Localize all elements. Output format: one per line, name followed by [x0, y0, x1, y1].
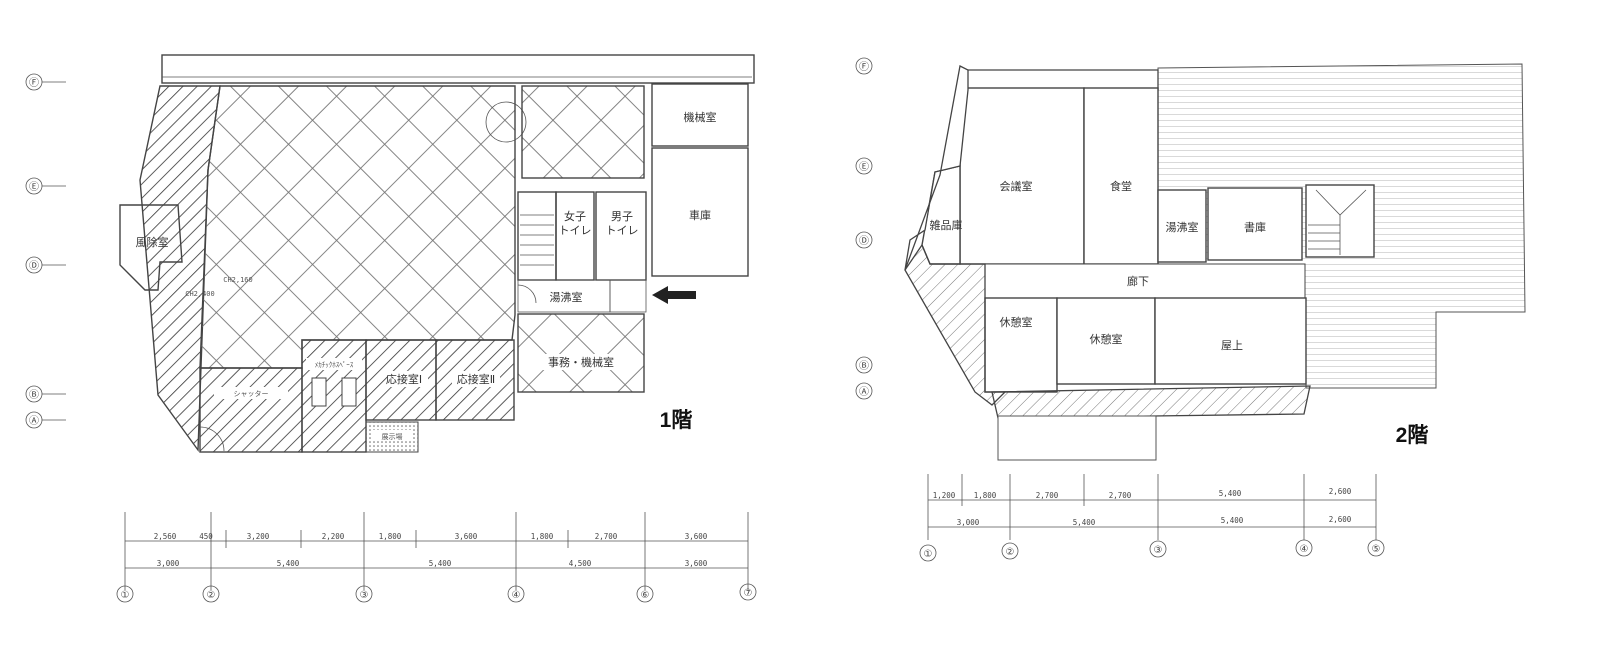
dim-value: 5,400 [1221, 516, 1244, 525]
room-womens-toilet-2: トイレ [559, 224, 592, 237]
floor1-plan: Ⓕ Ⓔ Ⓓ Ⓑ Ⓐ 機械室 車庫 女子 トイレ [25, 54, 757, 603]
floor1-row-axes: Ⓕ Ⓔ Ⓓ Ⓑ Ⓐ [25, 73, 66, 429]
dim-value: 3,600 [455, 532, 478, 541]
dim-value: 3,600 [685, 559, 708, 568]
axis-label: ④ [512, 590, 521, 601]
dim-value: 3,000 [957, 518, 980, 527]
ceiling-height-2: CH2,400 [185, 290, 215, 298]
axis-label: ⑥ [641, 590, 650, 601]
axis-label: ③ [1154, 545, 1163, 556]
room-meeting-room: 会議室 [1000, 179, 1033, 193]
room-mens-toilet-2: トイレ [606, 224, 639, 237]
room-reception-2: 応接室Ⅱ [457, 372, 495, 386]
dim-value: 3,600 [685, 532, 708, 541]
room-kettle-room: 湯沸室 [550, 290, 583, 304]
floor2-row-axes: Ⓕ Ⓔ Ⓓ Ⓑ Ⓐ [855, 57, 873, 400]
floor2-label: 2階 [1396, 424, 1429, 447]
axis-label: Ⓔ [859, 161, 869, 173]
axis-label: Ⓔ [29, 181, 39, 193]
dim-value: 1,800 [531, 532, 554, 541]
room-storage: 雑品庫 [930, 218, 963, 232]
dim-value: 3,000 [157, 559, 180, 568]
axis-label: Ⓓ [859, 235, 869, 247]
room-office-machine: 事務・機械室 [548, 355, 614, 369]
label-display-area: 展示場 [382, 432, 403, 441]
dim-value: 2,600 [1329, 487, 1352, 496]
axis-label: ⑦ [744, 588, 753, 599]
dim-value: 5,400 [277, 559, 300, 568]
room-mens-toilet-1: 男子 [611, 210, 633, 223]
axis-label: Ⓕ [29, 77, 39, 89]
room-garage: 車庫 [689, 208, 711, 222]
axis-label: ① [121, 590, 130, 601]
room-corridor: 廊下 [1127, 274, 1149, 288]
axis-label: ⑤ [1372, 544, 1381, 555]
dim-value: 2,700 [595, 532, 618, 541]
axis-label: ② [1006, 547, 1015, 558]
room-machine-room: 機械室 [684, 110, 717, 124]
room-windbreak: 風除室 [136, 235, 169, 249]
ceiling-height-1: CH2,160 [223, 276, 253, 284]
floor1-label: 1階 [660, 409, 693, 432]
room-rest-room-2: 休憩室 [1090, 332, 1123, 346]
room-dining: 食堂 [1110, 179, 1132, 193]
dim-value: 4,500 [569, 559, 592, 568]
dim-value: 2,700 [1036, 491, 1059, 500]
label-shutter: シャッター [234, 389, 269, 398]
room-rest-room-1: 休憩室 [1000, 315, 1033, 329]
dim-value: 3,200 [247, 532, 270, 541]
dim-value: 1,200 [933, 491, 956, 500]
axis-label: ③ [360, 590, 369, 601]
label-mechanic-space: ﾒｶﾁｯｸﾎｽﾍﾟｰｽ [315, 361, 354, 369]
axis-label: Ⓐ [859, 386, 869, 398]
room-kettle-room-2f: 湯沸室 [1166, 220, 1199, 234]
axis-label: ④ [1300, 544, 1309, 555]
dim-value: 2,700 [1109, 491, 1132, 500]
dim-value: 2,560 [154, 532, 177, 541]
dim-value: 1,800 [379, 532, 402, 541]
axis-label: ② [207, 590, 216, 601]
axis-label: Ⓓ [29, 260, 39, 272]
dim-value: 450 [199, 532, 213, 541]
axis-label: ① [924, 549, 933, 560]
floor1-dimensions: 2,560 450 3,200 2,200 1,800 3,600 1,800 … [116, 512, 757, 603]
axis-label: Ⓐ [29, 415, 39, 427]
dim-value: 5,400 [1219, 489, 1242, 498]
dim-value: 2,200 [322, 532, 345, 541]
dim-value: 5,400 [429, 559, 452, 568]
dim-value: 2,600 [1329, 515, 1352, 524]
main-hall [199, 85, 516, 369]
dim-value: 5,400 [1073, 518, 1096, 527]
room-rooftop: 屋上 [1221, 339, 1243, 352]
room-reception-1: 応接室Ⅰ [386, 372, 422, 386]
room-library: 書庫 [1244, 220, 1266, 234]
room-womens-toilet-1: 女子 [564, 209, 586, 223]
entrance-arrow-icon [652, 286, 696, 304]
axis-label: Ⓑ [859, 360, 869, 372]
axis-label: Ⓕ [859, 61, 869, 73]
floor2-plan: Ⓕ Ⓔ Ⓓ Ⓑ Ⓐ 会議室 食堂 雑品庫 湯沸室 書庫 [855, 57, 1526, 562]
axis-label: Ⓑ [29, 389, 39, 401]
floor2-dimensions: 1,200 1,800 2,700 2,700 5,400 2,600 3,00… [919, 474, 1385, 562]
dim-value: 1,800 [974, 491, 997, 500]
